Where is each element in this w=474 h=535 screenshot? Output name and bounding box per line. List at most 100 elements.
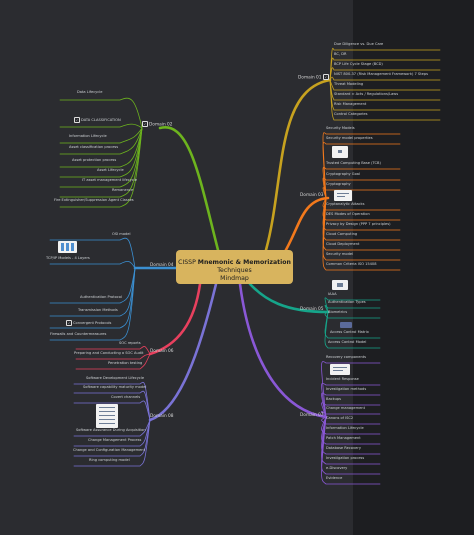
diagram-thumbnail[interactable] <box>334 190 352 201</box>
trunk-domain-07 <box>238 282 328 419</box>
leaf-d7-7[interactable]: Patch Management <box>326 436 361 440</box>
leaf-d4-2[interactable]: Authentication Protocol <box>80 295 123 299</box>
leaf-d4-4[interactable]: ✓Convergent Protocols <box>66 320 112 326</box>
leaf-d7-8[interactable]: Database Recovery <box>326 446 361 450</box>
leaf-d6-0[interactable]: SOC reports <box>119 341 141 345</box>
leaf-d1-0[interactable]: Due Diligence vs. Due Care <box>334 42 384 46</box>
diagram-thumbnail[interactable] <box>332 280 348 290</box>
leaf-d7-4[interactable]: Change management <box>326 406 365 410</box>
leaf-d1-5[interactable]: Standard ≈ Acts / Regulations/Laws <box>334 92 399 96</box>
leaf-d5-1[interactable]: Authentication Types <box>328 300 366 304</box>
leaf-d7-5[interactable]: Canons of ISC2 <box>326 416 354 420</box>
leaf-d3-11[interactable]: Common Criteria ISO 15408 <box>326 262 377 266</box>
leaf-d3-8[interactable]: Cloud Computing <box>326 232 358 236</box>
leaf-d7-9[interactable]: Investigation process <box>326 456 365 460</box>
leaf-d8-6[interactable]: Ring computing model <box>89 458 130 462</box>
leaf-d3-6[interactable]: DES Modes of Operation <box>326 212 370 216</box>
check-icon: ✓ <box>74 117 80 123</box>
leaf-d3-5[interactable]: Cryptanalytic Attacks <box>326 202 365 206</box>
leaf-d7-2[interactable]: Investigation methods <box>326 387 367 391</box>
branch-d8-0 <box>73 381 151 421</box>
leaf-d2-6[interactable]: IT asset management lifecycle <box>82 178 138 182</box>
leaf-d2-0[interactable]: Data Lifecycle <box>77 90 103 94</box>
branch-d6-0 <box>75 346 151 355</box>
leaf-d7-3[interactable]: Backups <box>326 397 342 401</box>
leaf-d5-3[interactable]: Access Control Matrix <box>330 330 369 334</box>
leaf-d5-2[interactable]: Biometrics <box>328 310 348 314</box>
leaf-d7-1[interactable]: Incident Response <box>326 377 359 381</box>
central-topic[interactable]: CISSP Mnemonic & Memorization Techniques… <box>176 250 293 284</box>
leaf-d1-3[interactable]: NIST 800-37 (Risk Management Framework) … <box>334 72 428 76</box>
domain-01-label[interactable]: Domain 01 ✓ <box>298 74 329 81</box>
branch-d4-1 <box>49 260 136 269</box>
leaf-d8-5[interactable]: Change and Configuration Management <box>73 448 145 452</box>
branch-d3-4 <box>322 187 401 199</box>
domain-02-label[interactable]: ✓Domain 02 <box>142 121 173 128</box>
leaf-d6-2[interactable]: Penetration testing <box>108 361 143 365</box>
leaf-d8-1[interactable]: Software capability maturity model <box>83 385 147 389</box>
branch-d2-2 <box>59 127 143 144</box>
leaf-d3-0[interactable]: Security Models <box>326 126 355 130</box>
trunk-domain-08 <box>148 282 218 422</box>
branch-d5-3 <box>324 311 381 339</box>
leaf-d5-4[interactable]: Access Control Model <box>328 340 367 344</box>
leaf-d8-2[interactable]: Covert channels <box>111 395 141 399</box>
leaf-d1-7[interactable]: Control Categories <box>334 112 368 116</box>
leaf-d4-1[interactable]: TCP/IP Models - 4 Layers <box>46 256 90 260</box>
central-suffix: Techniques <box>217 267 252 274</box>
leaf-d2-4[interactable]: Asset protection process <box>72 158 117 162</box>
leaf-d4-0[interactable]: OSI model <box>112 232 131 236</box>
leaf-d3-1[interactable]: Security model properties <box>326 136 373 140</box>
leaf-d1-1[interactable]: BC, DR <box>334 52 347 56</box>
domain-07-label[interactable]: Domain 07 <box>300 413 324 418</box>
domain-03-label[interactable]: Domain 03 <box>300 193 324 198</box>
leaf-d1-6[interactable]: Risk Management <box>334 102 367 106</box>
leaf-d1-2[interactable]: BCP Life Cycle Stage (BCD) <box>334 62 383 66</box>
domain-08-label[interactable]: Domain 08 <box>150 414 174 419</box>
branch-d2-8 <box>59 127 143 208</box>
leaf-d8-4[interactable]: Change Management Process <box>88 438 142 442</box>
leaf-d2-3[interactable]: Asset classification process <box>69 145 119 149</box>
domain-05-label[interactable]: Domain 05 <box>300 307 324 312</box>
diagram-thumbnail[interactable] <box>330 364 350 375</box>
leaf-d2-8[interactable]: Fire Extinguisher/Suppression Agent Clas… <box>54 198 134 202</box>
leaf-d7-6[interactable]: Information Lifecycle <box>326 426 364 430</box>
leaf-d3-7[interactable]: Privacy by Design (PPP 7 principles) <box>326 222 391 226</box>
branch-d3-10 <box>322 197 401 261</box>
diagram-thumbnail[interactable] <box>332 146 348 158</box>
branch-d6-2 <box>75 353 151 370</box>
leaf-d6-1[interactable]: Preparing and Conducting a SOC Audit <box>74 351 144 355</box>
leaf-d4-5[interactable]: Firewalls and Countermeasures <box>50 332 107 336</box>
diagram-thumbnail[interactable] <box>58 241 77 253</box>
leaf-d7-11[interactable]: Evidence <box>326 476 343 480</box>
trunk-domain-06 <box>148 282 202 356</box>
branch-d2-4 <box>59 127 143 168</box>
diagram-thumbnail[interactable] <box>340 322 352 328</box>
branch-d5-0 <box>324 297 381 313</box>
leaf-d1-4[interactable]: Threat Modeling <box>334 82 364 86</box>
leaf-d2-1[interactable]: ✓DATA CLASSIFICATION <box>74 117 121 123</box>
leaf-d4-3[interactable]: Transmission Methods <box>78 308 118 312</box>
leaf-d2-2[interactable]: Information Lifecycle <box>69 134 107 138</box>
diagram-thumbnail[interactable] <box>96 404 118 428</box>
branch-d7-6 <box>321 416 381 435</box>
branch-d2-3 <box>59 127 143 155</box>
domain-04-label[interactable]: Domain 04 <box>150 263 174 268</box>
leaf-d3-3[interactable]: Cryptography Goal <box>326 172 360 176</box>
domain-06-label[interactable]: Domain 06 <box>150 349 174 354</box>
leaf-d2-7[interactable]: Remanence <box>112 188 134 192</box>
leaf-d7-0[interactable]: Recovery components <box>326 355 367 359</box>
leaf-d8-0[interactable]: Software Development Lifecycle <box>86 376 145 380</box>
trunk-domain-05 <box>248 282 330 314</box>
branch-d8-1 <box>73 390 151 421</box>
leaf-d3-9[interactable]: Cloud Deployment <box>326 242 360 246</box>
leaf-d3-2[interactable]: Trusted Computing Base (TCB) <box>326 161 381 165</box>
leaf-d5-0[interactable]: IAAA <box>328 292 337 296</box>
branch-d7-4 <box>321 410 381 418</box>
leaf-d2-5[interactable]: Asset Lifecycle <box>97 168 124 172</box>
leaf-d3-4[interactable]: Cryptography <box>326 182 351 186</box>
leaf-d8-3[interactable]: Software Assurance During Acquisition <box>76 428 146 432</box>
leaf-d7-10[interactable]: e-Discovery <box>326 466 348 470</box>
leaf-d3-10[interactable]: Security model <box>326 252 354 256</box>
